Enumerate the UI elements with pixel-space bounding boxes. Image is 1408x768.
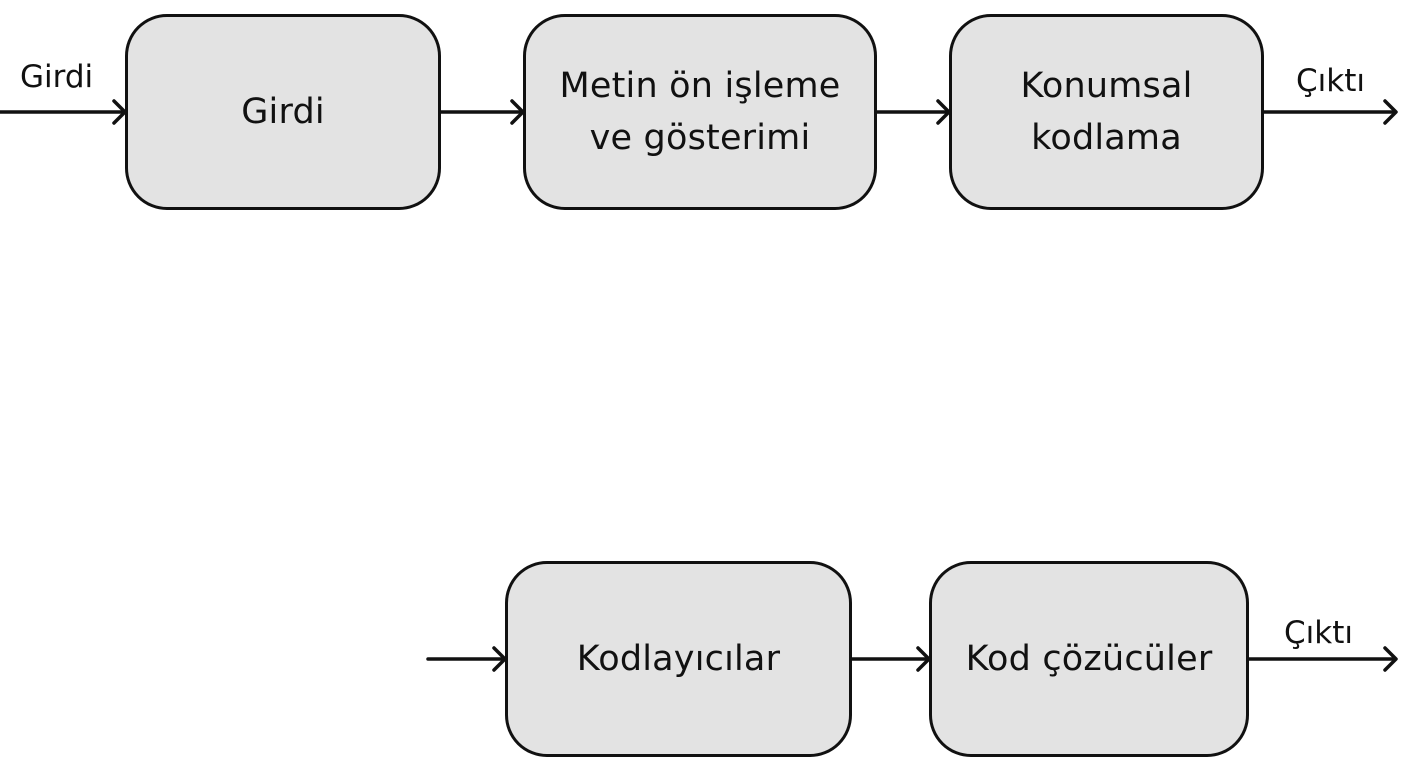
decoders-box-label: Kod çözücüler xyxy=(965,638,1213,679)
arrow-encoders-to-decoders xyxy=(850,646,931,672)
positional-encoding-box: Konumsal kodlama xyxy=(949,14,1264,210)
encoders-box: Kodlayıcılar xyxy=(505,561,852,757)
decoders-box: Kod çözücüler xyxy=(929,561,1249,757)
girdi-box-label: Girdi xyxy=(241,86,325,139)
text-preprocessing-line2: ve gösterimi xyxy=(589,118,811,158)
text-preprocessing-line1: Metin ön işleme xyxy=(559,65,841,106)
text-preprocessing-box: Metin ön işleme ve gösterimi xyxy=(523,14,877,210)
text-preprocessing-box-label: Metin ön işleme ve gösterimi xyxy=(559,60,840,165)
girdi-box: Girdi xyxy=(125,14,441,210)
positional-encoding-box-label: Konumsal kodlama xyxy=(1020,60,1192,165)
positional-encoding-line2: kodlama xyxy=(1031,118,1182,158)
top-input-label: Girdi xyxy=(20,59,94,95)
positional-encoding-line1: Konumsal xyxy=(1020,65,1193,106)
arrow-positional-to-output xyxy=(1262,99,1398,125)
encoders-box-label: Kodlayıcılar xyxy=(576,638,781,679)
arrow-decoders-to-output xyxy=(1247,646,1398,672)
top-output-label: Çıktı xyxy=(1296,63,1365,99)
arrow-preprocess-to-positional xyxy=(875,99,951,125)
bottom-output-label: Çıktı xyxy=(1284,615,1353,651)
arrow-input-to-encoders xyxy=(426,646,507,672)
arrow-girdi-to-preprocess xyxy=(439,99,525,125)
arrow-input-to-girdi xyxy=(0,99,127,125)
girdi-box-line1: Girdi xyxy=(241,91,325,132)
